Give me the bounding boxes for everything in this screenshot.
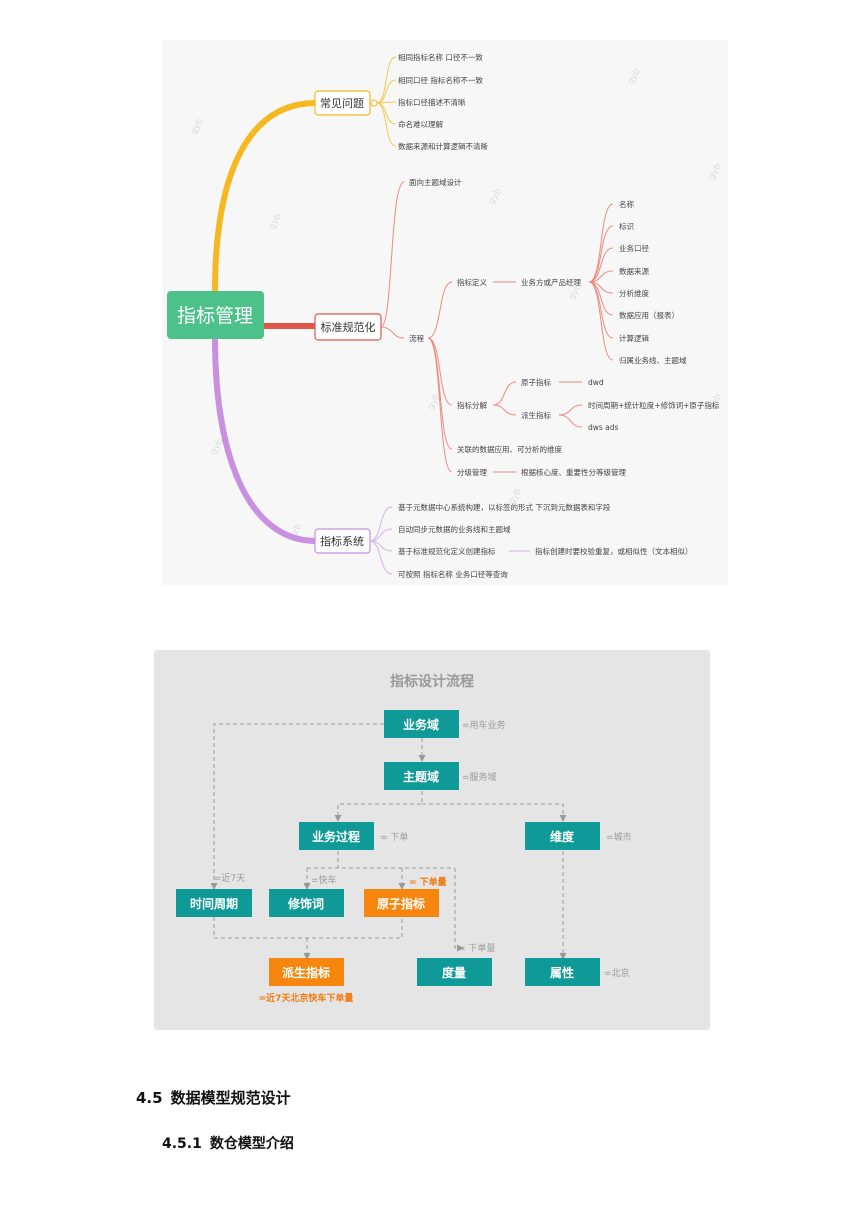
note-derived: =近7天北京快车下单量 xyxy=(259,992,354,1004)
branch-label-common-issues: 常见问题 xyxy=(320,97,364,110)
section-title: 数据模型规范设计 xyxy=(170,1089,291,1107)
issue-item: 数据来源和计算逻辑不清晰 xyxy=(398,141,488,151)
indicator-definition: 指标定义 xyxy=(457,277,487,287)
note-time-period: =近7天 xyxy=(214,872,245,884)
node-biz-domain-label: 业务域 xyxy=(403,717,439,732)
section-number: 4.5 xyxy=(136,1089,163,1107)
node-modifier-label: 修饰词 xyxy=(287,896,324,911)
definition-field: 标识 xyxy=(619,221,634,231)
indicator-decomposition: 指标分解 xyxy=(457,400,487,410)
definition-field: 数据来源 xyxy=(619,266,649,276)
node-biz-process-label: 业务过程 xyxy=(312,829,360,844)
definition-owner: 业务方或产品经理 xyxy=(521,277,581,287)
note-subject-domain: =服务域 xyxy=(462,771,497,783)
node-attribute-label: 属性 xyxy=(550,965,574,980)
node-measure xyxy=(417,958,492,986)
flowchart-title: 指标设计流程 xyxy=(390,673,474,690)
note-biz-domain: =用车业务 xyxy=(462,719,506,731)
derived-layer: dws ads xyxy=(588,423,619,432)
definition-field: 分析维度 xyxy=(619,288,649,298)
system-item: 自动同步元数据的业务线和主题域 xyxy=(398,524,511,534)
subsection-title: 数仓模型介绍 xyxy=(209,1136,294,1152)
node-attribute xyxy=(525,958,600,986)
derived-formula: 时间周期+统计粒度+修饰词+原子指标 xyxy=(588,400,720,410)
branch-label-standardization: 标准规范化 xyxy=(321,320,376,334)
node-derived-label: 派生指标 xyxy=(282,965,330,980)
subsection-number: 4.5.1 xyxy=(162,1136,202,1152)
note-atomic: = 下单量 xyxy=(409,876,447,888)
node-biz-process xyxy=(299,822,374,850)
section-heading-4-5-1: 4.5.1 数仓模型介绍 xyxy=(162,1133,294,1153)
node-time-period-label: 时间周期 xyxy=(190,896,238,911)
grading-management: 分级管理 xyxy=(457,467,487,477)
root-label: 指标管理 xyxy=(177,305,253,327)
mindmap: gyb gyb gyb gyb gyb gyb gyb gyb gyb gyb … xyxy=(162,40,728,585)
collapse-dot[interactable] xyxy=(370,99,378,107)
branch-line-indicator-system xyxy=(212,335,319,544)
system-item: 可按照 指标名称 业务口径等查询 xyxy=(398,569,508,579)
node-measure-label: 度量 xyxy=(442,965,466,980)
node-atomic-label: 原子指标 xyxy=(377,896,425,911)
node-biz-domain xyxy=(384,710,459,738)
system-item: 基于元数据中心系统构建，以标签的形式 下沉到元数据表和字段 xyxy=(398,502,611,512)
derived-indicator: 派生指标 xyxy=(521,410,551,420)
note-dimension: =城市 xyxy=(606,831,632,843)
node-subject-domain-label: 主题域 xyxy=(403,769,439,784)
subject-domain-design: 面向主题域设计 xyxy=(409,177,462,187)
branch-node-common-issues xyxy=(314,90,371,116)
issue-item: 命名难以理解 xyxy=(398,119,443,129)
note-biz-process: = 下单 xyxy=(380,831,408,843)
atomic-layer: dwd xyxy=(588,378,604,387)
node-dimension xyxy=(525,822,600,850)
branch-label-indicator-system: 指标系统 xyxy=(320,534,364,548)
issue-item: 指标口径描述不清晰 xyxy=(398,97,466,107)
node-subject-domain xyxy=(384,762,459,790)
root-node xyxy=(167,291,264,339)
issue-item: 相同口径 指标名称不一致 xyxy=(398,75,483,85)
section-heading-4-5: 4.5 数据模型规范设计 xyxy=(136,1087,291,1108)
node-time-period xyxy=(176,889,252,917)
atomic-indicator: 原子指标 xyxy=(521,377,551,387)
system-item-note: 指标创建时要校验重复，或相似性（文本相似） xyxy=(535,546,693,556)
note-modifier: =快车 xyxy=(311,874,337,886)
node-dimension-label: 维度 xyxy=(550,829,575,844)
system-item: 基于标准规范化定义创建指标 xyxy=(398,546,496,556)
definition-field: 计算逻辑 xyxy=(619,333,649,343)
related-apps: 关联的数据应用、可分析的维度 xyxy=(457,444,562,454)
node-modifier xyxy=(269,889,344,917)
branch-line-common-issues xyxy=(212,100,319,295)
flowchart-background xyxy=(154,650,710,1030)
note-measure: = 下单量 xyxy=(458,942,495,954)
issue-item: 相同指标名称 口径不一致 xyxy=(398,52,483,62)
note-attribute: =北京 xyxy=(604,967,630,979)
node-atomic xyxy=(364,889,439,917)
definition-field: 业务口径 xyxy=(619,243,649,253)
definition-field: 数据应用（报表） xyxy=(619,310,679,320)
definition-field: 名称 xyxy=(619,199,634,209)
grading-description: 根据核心度、重要性分等级管理 xyxy=(521,467,626,477)
flow-label: 流程 xyxy=(409,333,424,343)
node-derived xyxy=(269,958,344,986)
definition-field: 归属业务线、主题域 xyxy=(619,355,687,365)
flowchart: 指标设计流程 业务域 主题域 业务过程 维度 时间周期 修饰词 原子指标 派生指… xyxy=(154,650,710,1030)
